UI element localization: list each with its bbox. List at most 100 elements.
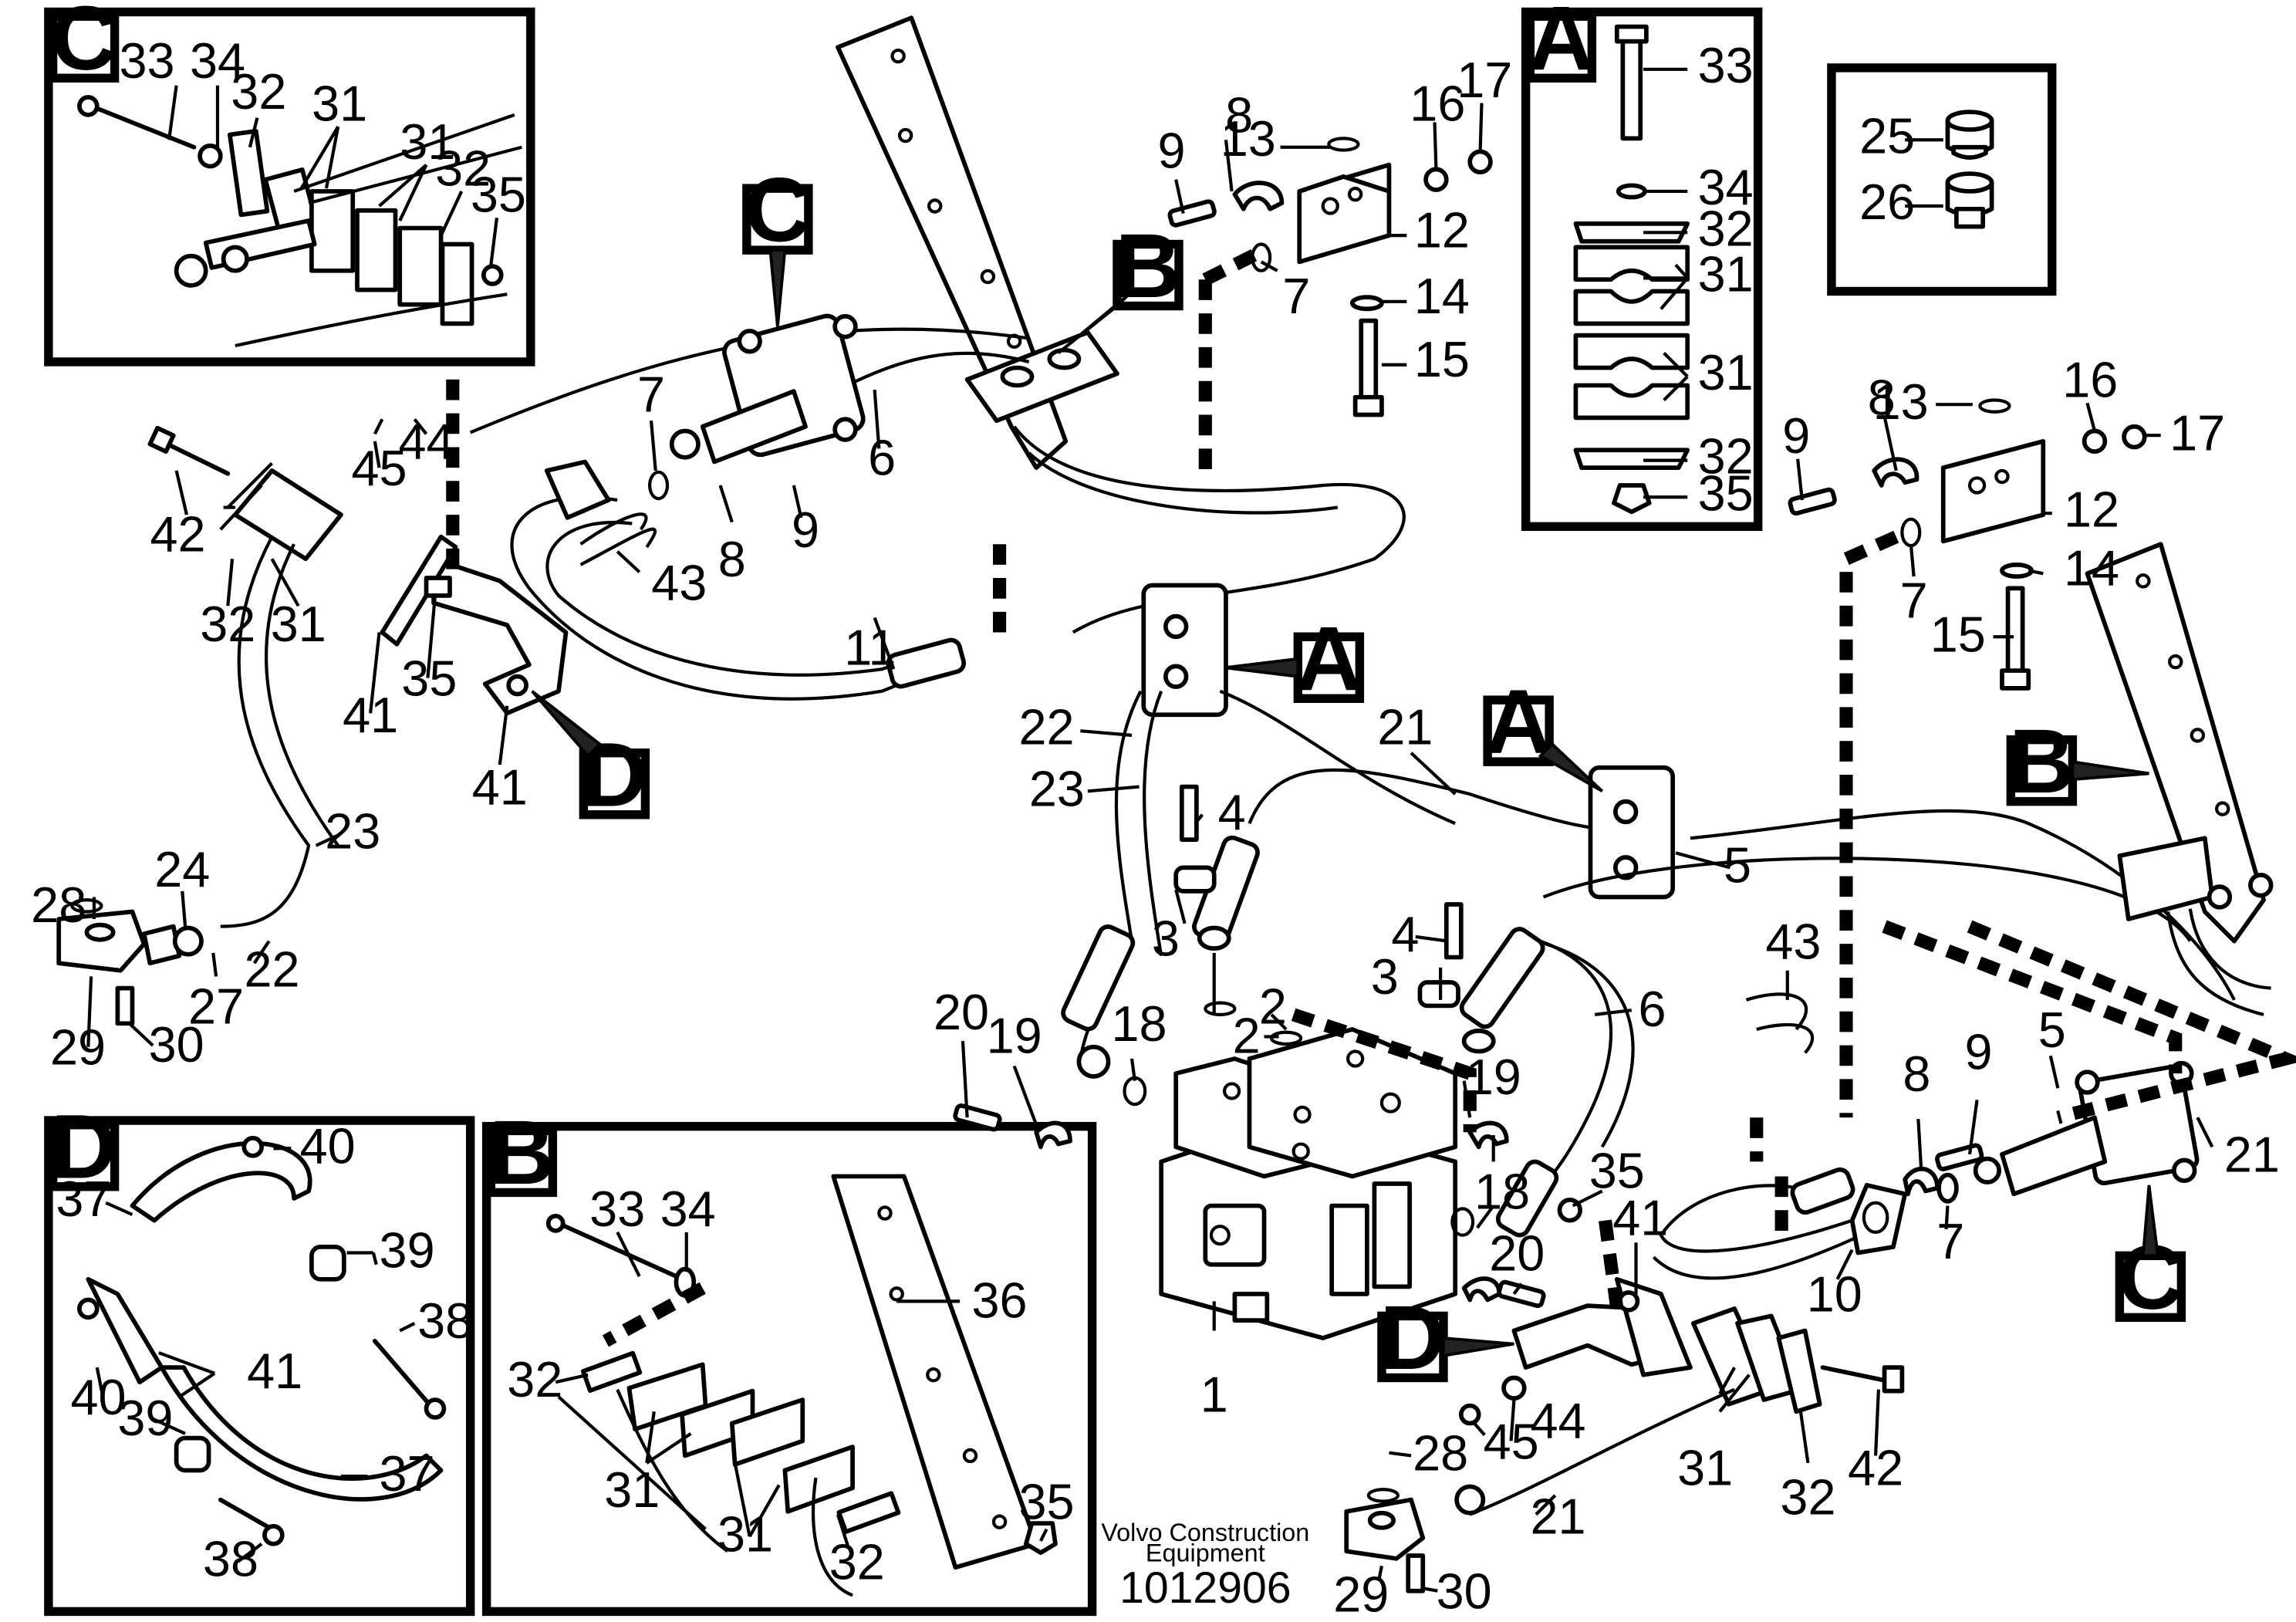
part-label-41: 41 [343, 687, 398, 743]
part-label-45: 45 [1484, 1413, 1539, 1469]
callout-b-right-label: B [2009, 711, 2075, 813]
part-label-9: 9 [1964, 1023, 1992, 1080]
part-label-14: 14 [2064, 540, 2119, 596]
part-label-9: 9 [792, 502, 819, 558]
part-label-31: 31 [1677, 1440, 1733, 1496]
part-label-7: 7 [637, 367, 665, 423]
part-label-16: 16 [2062, 352, 2118, 408]
part-label-6: 6 [1638, 981, 1666, 1037]
part-label-20: 20 [1489, 1225, 1545, 1281]
label-box-b-inset [486, 1126, 558, 1198]
part-label-5: 5 [2038, 1002, 2066, 1058]
part-label-35: 35 [1589, 1143, 1645, 1199]
part-label-19: 19 [987, 1007, 1042, 1063]
part-label-28: 28 [31, 877, 86, 933]
credit-line-2: Equipment [1146, 1539, 1265, 1567]
part-label-8: 8 [1903, 1046, 1930, 1102]
inset-b-drawing [545, 1174, 1058, 1597]
part-label-4: 4 [1391, 906, 1419, 962]
section-a-inset-label: A [1528, 0, 1594, 90]
inset-c-drawing [77, 95, 522, 348]
part-label-21: 21 [2224, 1127, 2280, 1183]
part-label-12: 12 [2064, 481, 2119, 537]
part-label-35: 35 [471, 167, 526, 223]
part-label-17: 17 [2169, 404, 2225, 461]
inset-caps-frame [1827, 63, 2057, 296]
section-d-inset-label: D [51, 1096, 116, 1198]
part-label-41: 41 [472, 759, 528, 815]
part-label-6: 6 [868, 430, 896, 486]
part-label-18: 18 [1474, 1163, 1530, 1219]
part-label-2: 2 [1259, 978, 1287, 1034]
part-label-39: 39 [117, 1390, 173, 1446]
part-label-27: 27 [188, 978, 244, 1034]
part-label-31: 31 [271, 596, 326, 652]
part-label-41: 41 [247, 1343, 302, 1399]
part-label-45: 45 [352, 440, 407, 496]
part-label-25: 25 [1859, 107, 1915, 164]
part-label-31: 31 [604, 1461, 660, 1518]
part-label-31: 31 [312, 75, 367, 131]
part-label-33: 33 [589, 1181, 645, 1237]
section-c-inset-label: C [51, 0, 116, 90]
part-label-1: 1 [1200, 1366, 1228, 1422]
part-label-11: 11 [844, 619, 896, 675]
inset-a-drawing [1573, 24, 1690, 515]
part-label-16: 16 [1410, 75, 1465, 131]
part-label-22: 22 [244, 941, 299, 998]
part-label-42: 42 [1848, 1440, 1903, 1496]
part-label-34: 34 [660, 1181, 716, 1237]
part-label-4: 4 [1218, 784, 1246, 840]
credit-line-1: Volvo Construction [1101, 1519, 1309, 1546]
inset-d-drawing [77, 1136, 447, 1546]
part-label-34: 34 [190, 32, 245, 89]
part-label-10: 10 [1807, 1266, 1862, 1323]
part-label-42: 42 [150, 506, 206, 563]
part-label-32: 32 [1698, 428, 1754, 485]
plug-caps [1945, 110, 1994, 229]
part-label-32: 32 [507, 1351, 562, 1407]
part-label-38: 38 [417, 1293, 473, 1349]
part-label-32: 32 [829, 1533, 885, 1590]
part-label-44: 44 [398, 414, 454, 470]
callout-c-upper-label: C [745, 160, 810, 262]
part-number-labels: 33 34 32 31 31 32 35 33 34 32 31 31 32 3… [31, 32, 2280, 1622]
callout-d-lower-label: D [1379, 1287, 1445, 1389]
callout-box-d-upper [579, 748, 650, 819]
part-label-26: 26 [1859, 174, 1915, 230]
part-label-35: 35 [1019, 1473, 1075, 1529]
part-label-43: 43 [1765, 913, 1821, 969]
part-label-31: 31 [718, 1505, 773, 1562]
part-label-9: 9 [1157, 122, 1185, 178]
main-assembly [56, 15, 2274, 1593]
callout-box-b-upper [1113, 239, 1183, 311]
part-label-8: 8 [1225, 87, 1253, 144]
document-number: 1012906 [1119, 1563, 1291, 1613]
part-label-40: 40 [70, 1369, 126, 1425]
callouts: C A D B C B A A B C D D [48, 0, 2186, 1389]
part-label-21: 21 [1531, 1488, 1586, 1544]
part-label-23: 23 [1029, 760, 1085, 816]
part-label-2: 2 [1233, 1007, 1261, 1063]
section-b-inset-label: B [489, 1102, 555, 1204]
part-label-32: 32 [435, 140, 491, 196]
part-label-9: 9 [1782, 407, 1810, 464]
part-label-32: 32 [1698, 200, 1754, 256]
part-label-17: 17 [1457, 52, 1512, 108]
part-label-37: 37 [56, 1171, 111, 1227]
part-label-30: 30 [1437, 1563, 1492, 1620]
part-label-13: 13 [1221, 110, 1276, 167]
part-label-35: 35 [401, 650, 457, 706]
part-label-43: 43 [651, 555, 707, 611]
part-label-32: 32 [1780, 1469, 1835, 1526]
part-label-36: 36 [972, 1272, 1028, 1328]
part-label-18: 18 [1112, 995, 1167, 1052]
part-label-7: 7 [1900, 572, 1928, 628]
label-box-c-inset [48, 12, 120, 83]
part-label-3: 3 [1152, 911, 1180, 967]
part-label-22: 22 [1019, 698, 1075, 755]
part-label-13: 13 [1873, 373, 1929, 430]
part-label-23: 23 [325, 803, 380, 860]
part-label-14: 14 [1414, 268, 1470, 324]
